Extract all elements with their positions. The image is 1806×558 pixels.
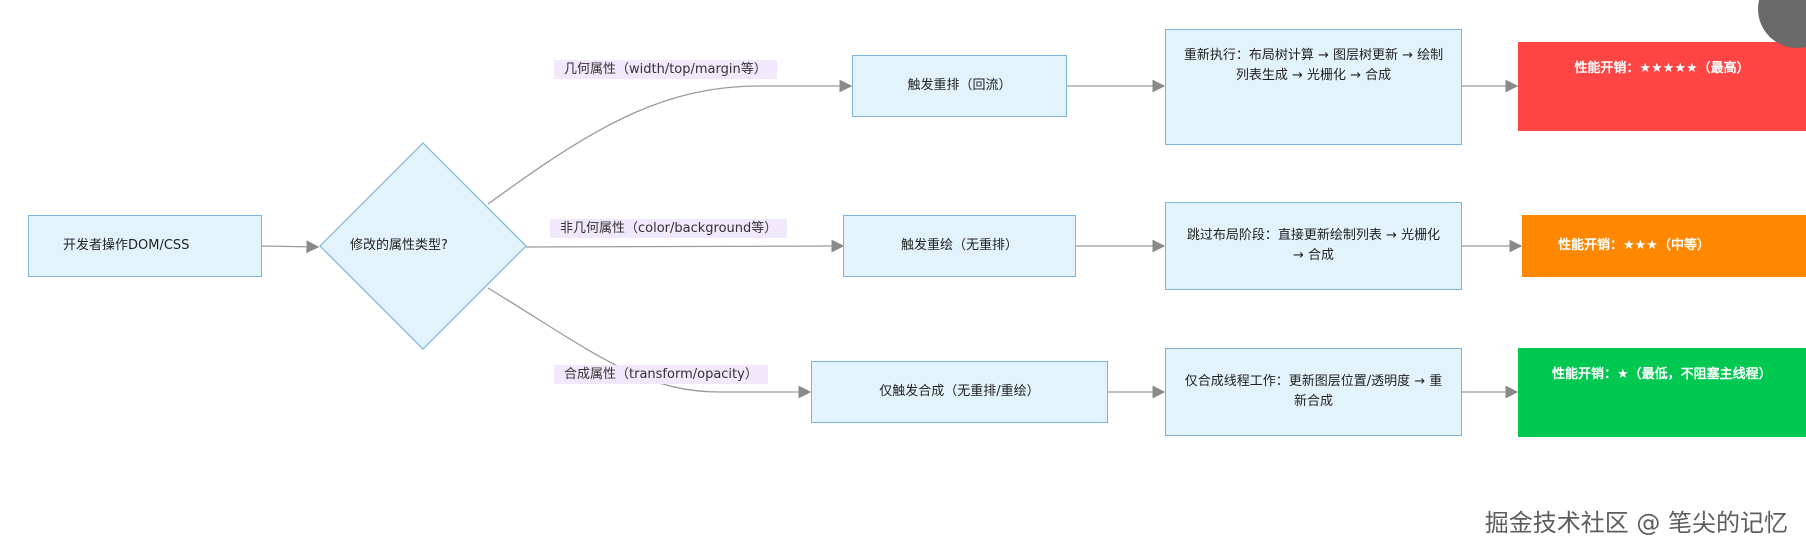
edge-start-to-decision <box>261 240 320 254</box>
perf-mid-node: 性能开销：★★★（中等） <box>1522 215 1806 277</box>
perf-low-label: 性能开销：★（最低，不阻塞主线程） <box>1552 367 1772 382</box>
reflow-detail-label: 重新执行：布局树计算 → 图层树更新 → 绘制列表生成 → 光栅化 → 合成 <box>1183 48 1444 83</box>
edge-label-non-geometry: 非几何属性（color/background等） <box>550 219 788 238</box>
composite-detail-node: 仅合成线程工作：更新图层位置/透明度 → 重新合成 <box>1165 348 1462 436</box>
repaint-detail-node: 跳过布局阶段：直接更新绘制列表 → 光栅化 → 合成 <box>1165 202 1462 290</box>
composite-node-label: 仅触发合成（无重排/重绘） <box>879 384 1040 399</box>
composite-node: 仅触发合成（无重排/重绘） <box>811 361 1108 423</box>
reflow-detail-node: 重新执行：布局树计算 → 图层树更新 → 绘制列表生成 → 光栅化 → 合成 <box>1165 29 1462 145</box>
reflow-node-label: 触发重排（回流） <box>907 78 1012 93</box>
composite-detail-label: 仅合成线程工作：更新图层位置/透明度 → 重新合成 <box>1184 374 1443 409</box>
start-node-label: 开发者操作DOM/CSS <box>63 238 190 253</box>
start-node: 开发者操作DOM/CSS <box>28 215 262 277</box>
repaint-node-label: 触发重绘（无重排） <box>900 238 1018 253</box>
repaint-node: 触发重绘（无重排） <box>843 215 1076 277</box>
decision-diamond <box>319 142 527 350</box>
decision-label: 修改的属性类型? <box>350 238 448 253</box>
edge-label-geometry: 几何属性（width/top/margin等） <box>554 60 777 79</box>
perf-mid-label: 性能开销：★★★（中等） <box>1558 238 1710 253</box>
perf-high-label: 性能开销：★★★★★（最高） <box>1574 61 1750 76</box>
watermark: 掘金技术社区 @ 笔尖的记忆 <box>1484 509 1788 537</box>
perf-low-node: 性能开销：★（最低，不阻塞主线程） <box>1518 348 1806 437</box>
perf-high-node: 性能开销：★★★★★（最高） <box>1518 42 1806 131</box>
edge-decision-to-repaint <box>525 239 845 253</box>
reflow-node: 触发重排（回流） <box>852 55 1067 117</box>
edge-decision-to-reflow <box>487 79 853 205</box>
repaint-detail-label: 跳过布局阶段：直接更新绘制列表 → 光栅化 → 合成 <box>1186 228 1441 263</box>
edge-label-composite: 合成属性（transform/opacity） <box>554 365 768 384</box>
